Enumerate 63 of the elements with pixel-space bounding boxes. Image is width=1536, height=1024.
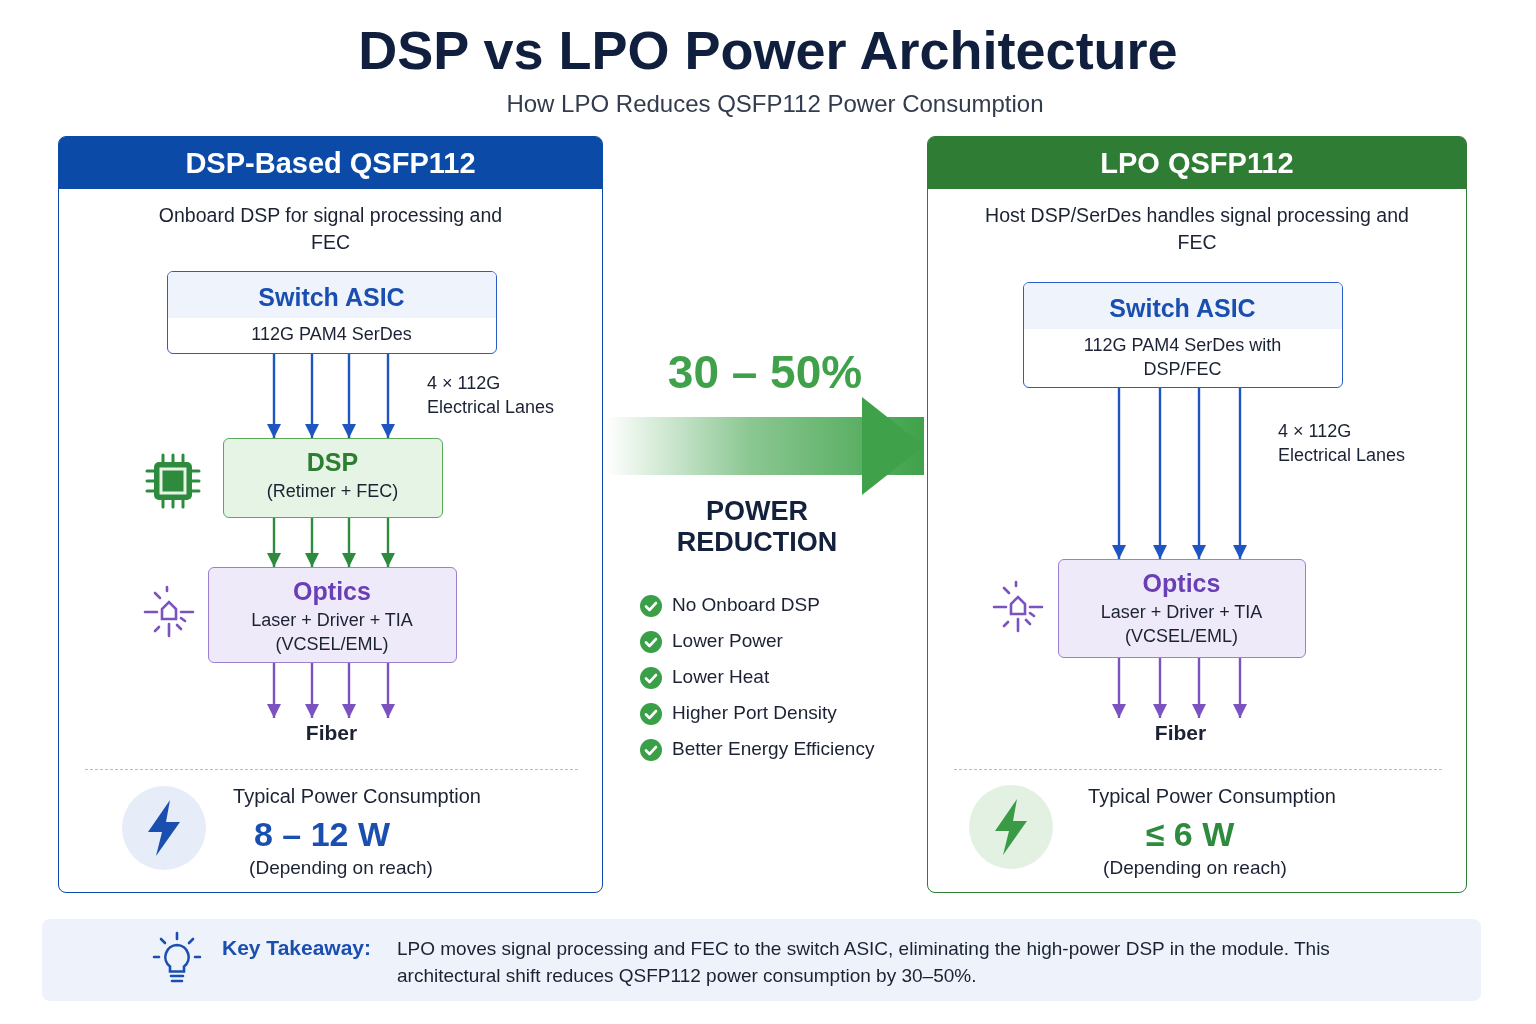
power-heading: Typical Power Consumption — [1087, 785, 1337, 808]
signal-arrow — [1192, 658, 1206, 718]
box-subtitle: Laser + Driver + TIA (VCSEL/EML) — [1099, 600, 1264, 648]
signal-arrow — [1192, 388, 1206, 559]
module-panel — [927, 136, 1467, 893]
box-title: Switch ASIC — [167, 271, 496, 318]
takeaway-heading: Key Takeaway: — [222, 936, 372, 960]
signal-arrow — [342, 354, 356, 438]
fiber-label: Fiber — [291, 717, 372, 748]
optics-box — [207, 566, 457, 663]
signal-arrow — [267, 663, 281, 718]
box-title: Switch ASIC — [1023, 282, 1342, 329]
benefit-item: Better Energy Efficiency — [672, 738, 875, 760]
signal-arrow — [305, 663, 319, 718]
panel-description: Host DSP/SerDes handles signal processing and FEC — [984, 203, 1410, 255]
power-value: ≤ 6 W — [1144, 815, 1236, 854]
box-title: DSP — [305, 446, 360, 477]
signal-arrow — [267, 354, 281, 438]
benefit-item: Higher Port Density — [672, 702, 837, 724]
panel-description: Onboard DSP for signal processing and FEC — [157, 203, 504, 255]
reduction-label: POWER REDUCTION — [675, 496, 839, 558]
signal-arrow — [305, 518, 319, 567]
signal-arrow — [342, 518, 356, 567]
signal-arrow — [267, 518, 281, 567]
edge-label: 30 – 50% — [667, 346, 863, 398]
switch-asic-box — [1022, 281, 1343, 388]
box-subtitle: (Retimer + FEC) — [266, 479, 399, 503]
power-note: (Depending on reach) — [1102, 857, 1288, 879]
benefit-item: Lower Heat — [672, 666, 770, 688]
diagram-title: DSP vs LPO Power Architecture — [357, 19, 1179, 82]
fiber-label: Fiber — [1140, 717, 1221, 748]
signal-arrow — [1233, 658, 1247, 718]
switch-asic-box — [166, 270, 497, 354]
power-heading: Typical Power Consumption — [232, 785, 482, 808]
signal-arrow — [305, 354, 319, 438]
benefit-item: Lower Power — [672, 630, 783, 652]
box-title: Optics — [292, 575, 372, 606]
signal-arrow — [381, 518, 395, 567]
takeaway-text: LPO moves signal processing and FEC to the switch ASIC, eliminating the high-power DSP in the module. This architectural shift reduces QSFP112 power consumption by 30–50%. — [397, 937, 1331, 988]
dsp-box — [222, 437, 443, 518]
signal-arrow — [342, 663, 356, 718]
lane-label: 4 × 112G Electrical Lanes — [1278, 420, 1407, 467]
benefit-item: No Onboard DSP — [672, 594, 820, 616]
panel-header: DSP-Based QSFP112 — [59, 137, 602, 189]
module-panel — [58, 136, 603, 893]
optics-box — [1057, 558, 1306, 658]
subtitle: How LPO Reduces QSFP112 Power Consumption — [505, 90, 1045, 118]
signal-arrow — [1233, 388, 1247, 559]
box-subtitle: 112G PAM4 SerDes — [250, 322, 413, 346]
signal-arrow — [381, 354, 395, 438]
panel-header: LPO QSFP112 — [928, 137, 1466, 189]
signal-arrow — [1153, 658, 1167, 718]
takeaway-banner — [42, 919, 1481, 1001]
power-note: (Depending on reach) — [248, 857, 434, 879]
signal-arrow — [1112, 388, 1126, 559]
signal-arrow — [1153, 388, 1167, 559]
box-title: Optics — [1141, 567, 1222, 598]
box-subtitle: Laser + Driver + TIA (VCSEL/EML) — [250, 608, 414, 656]
signal-arrow — [1112, 658, 1126, 718]
box-subtitle: 112G PAM4 SerDes with DSP/FEC — [1082, 333, 1283, 381]
lane-label: 4 × 112G Electrical Lanes — [427, 372, 556, 419]
power-value: 8 – 12 W — [252, 815, 392, 854]
signal-arrow — [381, 663, 395, 718]
